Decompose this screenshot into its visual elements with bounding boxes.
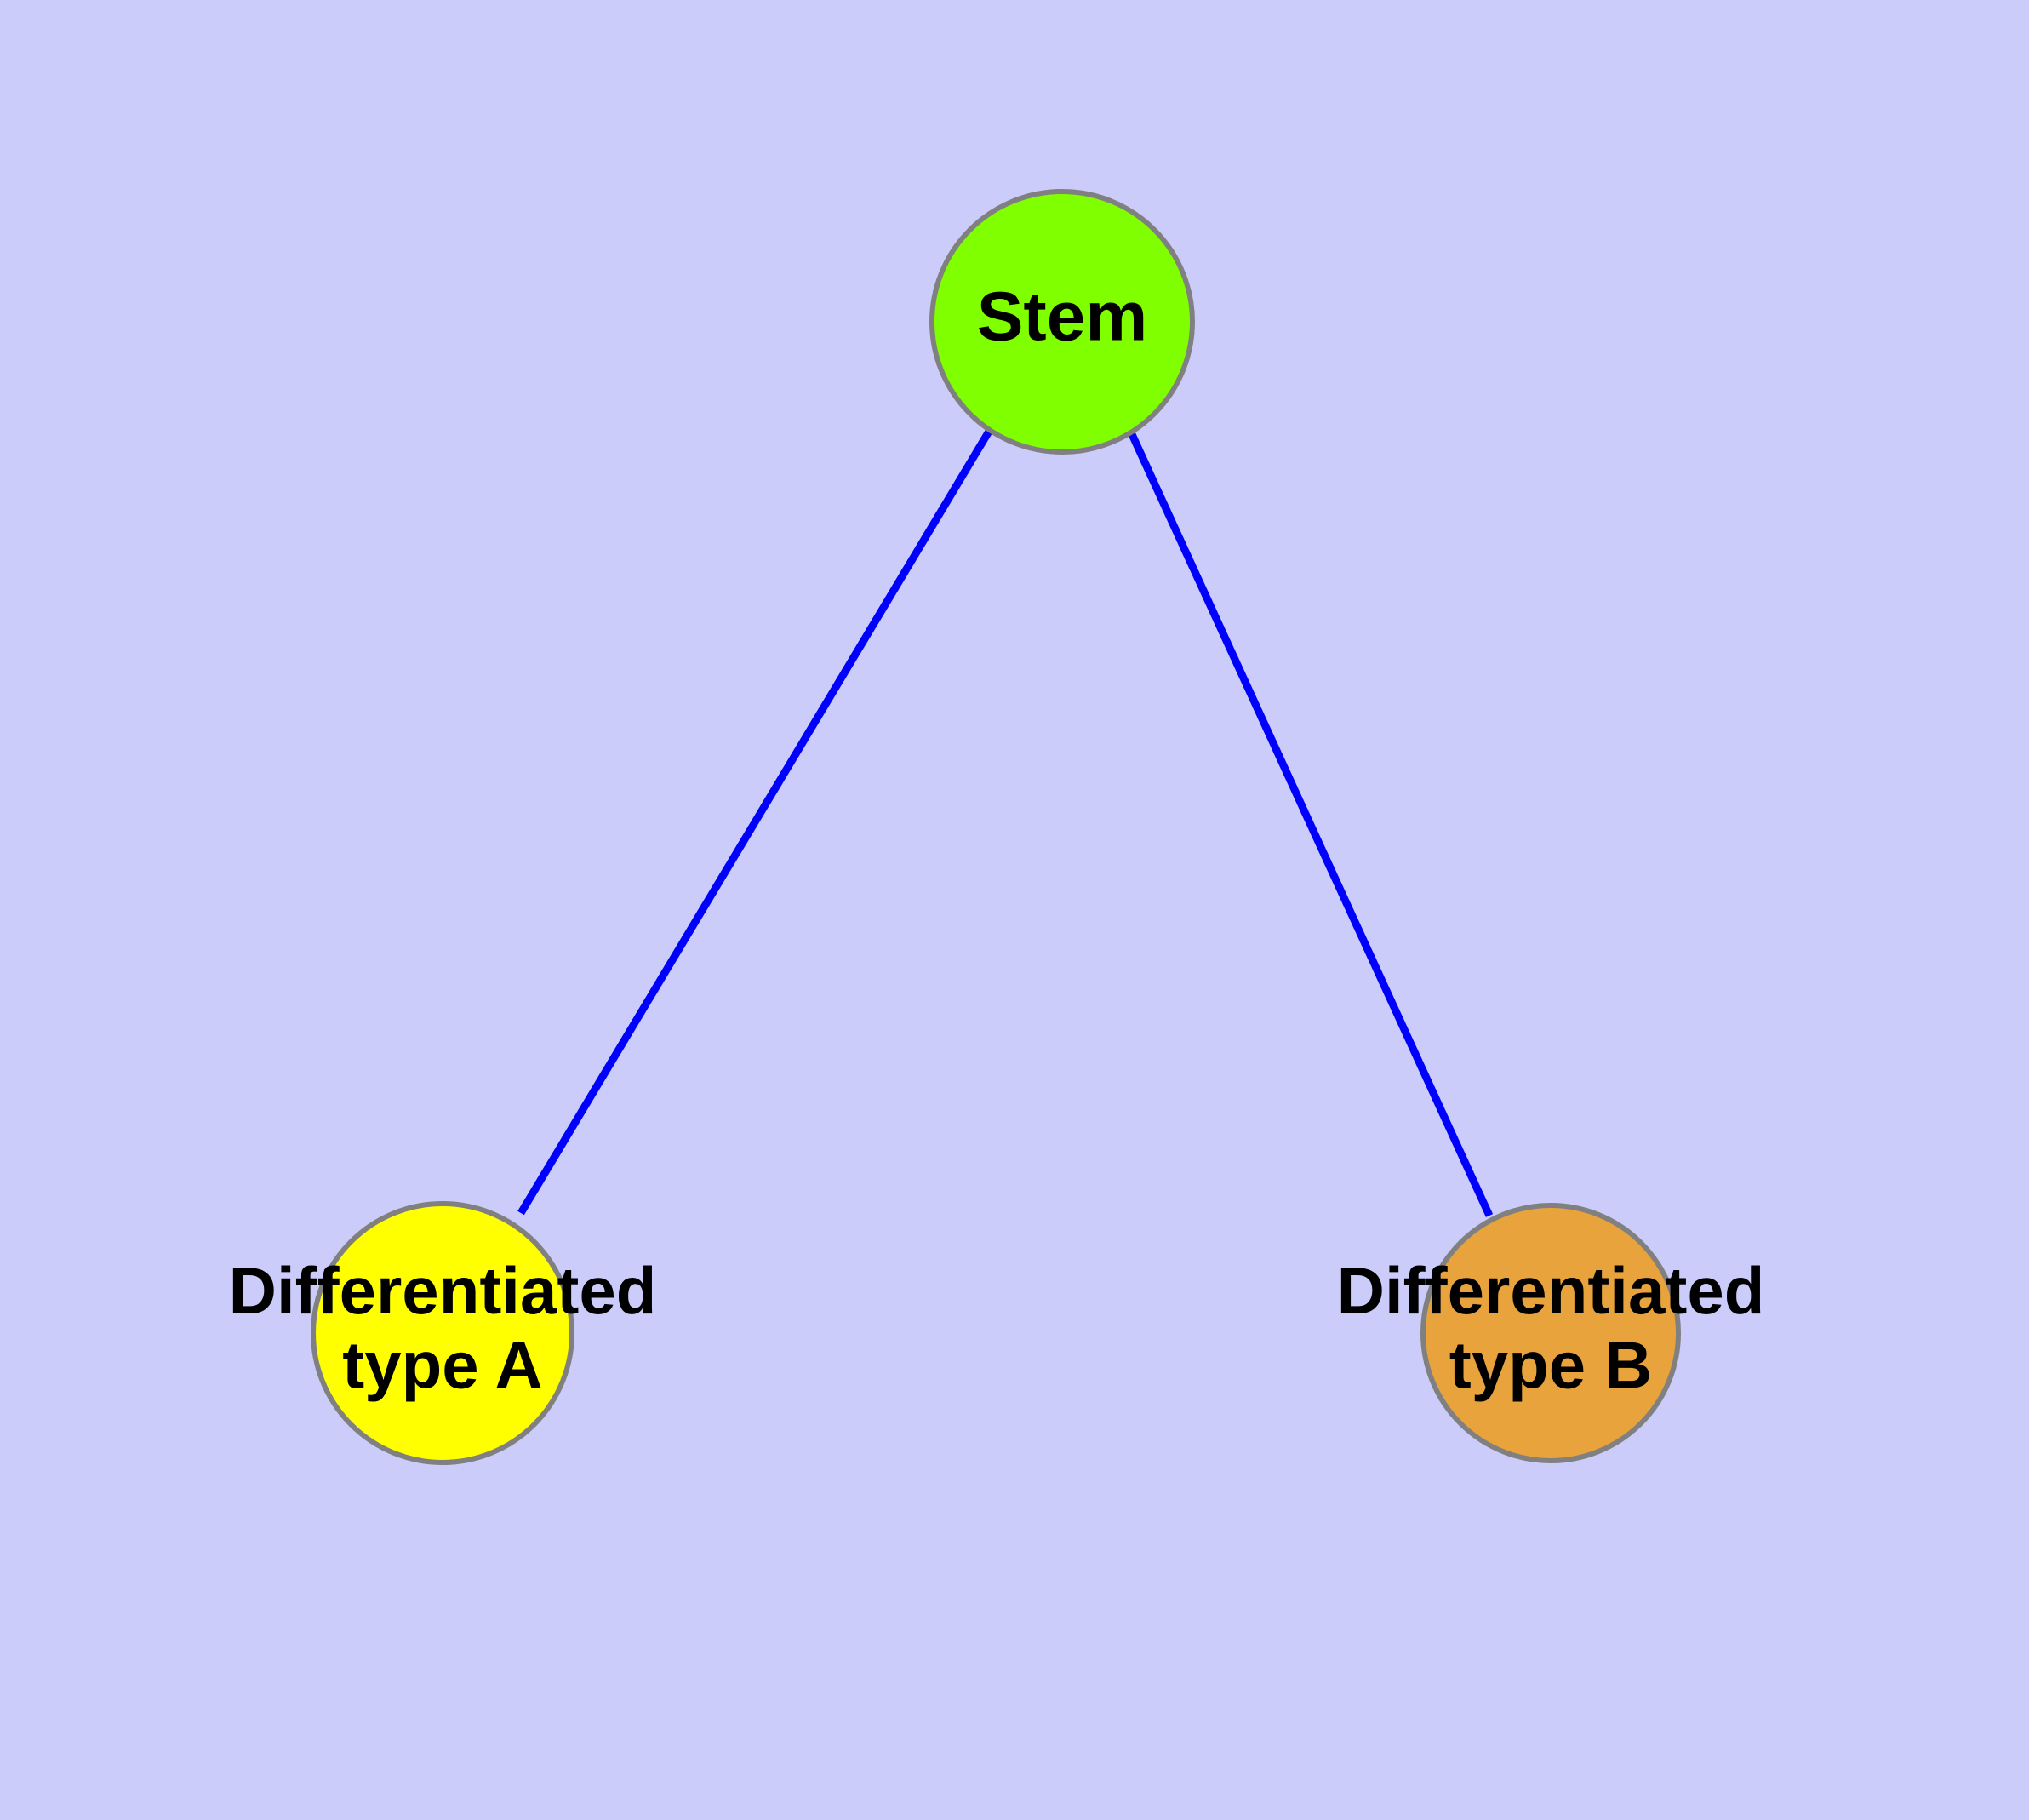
node-diff-b[interactable]: [1420, 1203, 1681, 1463]
node-stem[interactable]: [929, 189, 1195, 455]
edge-stem-diff-a: [517, 427, 993, 1216]
edge-stem-diff-b: [1127, 431, 1494, 1217]
node-label-diff-a-line-1: type A: [342, 1327, 543, 1402]
edges-layer: [517, 427, 1494, 1217]
node-label-stem: Stem: [977, 278, 1148, 356]
nodes-layer: [311, 189, 1681, 1465]
node-label-diff-b-line-1: type B: [1449, 1327, 1652, 1402]
node-label-diff-a-line-0: Differentiated: [229, 1253, 657, 1328]
node-diff-a[interactable]: [311, 1201, 574, 1465]
node-label-stem-line-0: Stem: [977, 278, 1148, 356]
node-label-diff-b-line-0: Differentiated: [1337, 1253, 1765, 1328]
